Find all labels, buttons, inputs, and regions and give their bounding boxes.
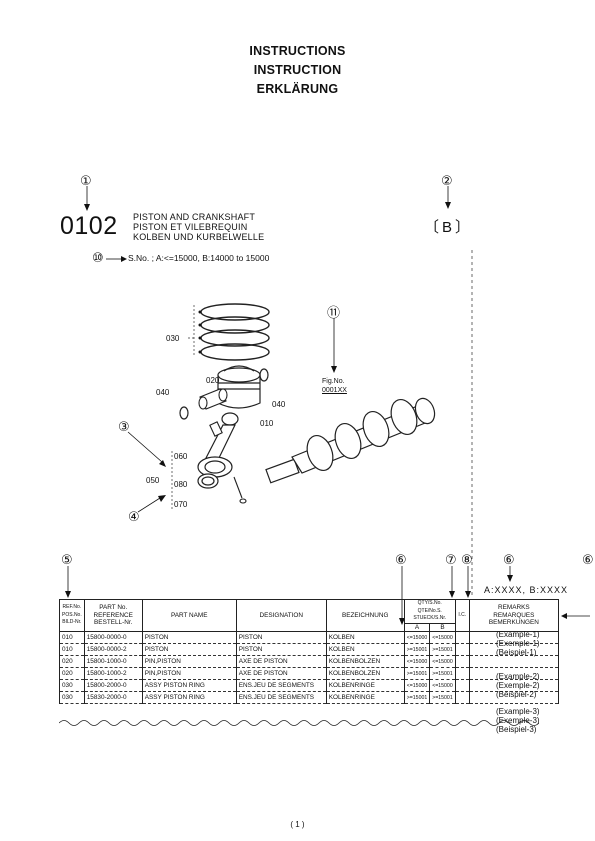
fig-number: 0001XX — [322, 387, 347, 394]
marker-6-right: ⑥ — [503, 552, 515, 567]
example-3-fr: (Exemple-3) — [496, 716, 540, 725]
section-code: 0102 — [60, 212, 118, 240]
example-3-en: (Example-3) — [496, 707, 540, 716]
marker-2-arrow — [445, 186, 451, 209]
marker-7-arrow — [449, 566, 455, 598]
section-title-de: KOLBEN UND KURBELWELLE — [133, 232, 265, 242]
marker-4: ④ — [128, 509, 140, 524]
example-1-de: (Beispiel-1) — [496, 648, 537, 657]
callout-040a: 040 — [156, 388, 170, 397]
marker-7: ⑦ — [445, 552, 457, 567]
example-2-de: (Beispiel-2) — [496, 690, 537, 699]
callout-020: 020 — [206, 376, 220, 385]
serial-arrow — [106, 256, 127, 262]
marker-4-arrow — [137, 495, 166, 513]
model-code: 〔B〕 — [424, 219, 474, 236]
section-title-fr: PISTON ET VILEBREQUIN — [133, 222, 248, 232]
example-2-en: (Example-2) — [496, 672, 540, 681]
page-number: ( 1 ) — [290, 820, 305, 829]
header-qty: QTY/S.No.QTE/No.S.STUECK/S.Nr. — [403, 599, 456, 624]
bearing-drawing — [197, 473, 219, 489]
header-line-en: INSTRUCTIONS — [249, 44, 346, 58]
model-codes-line: A:XXXX, B:XXXX — [484, 585, 569, 595]
marker-6-left: ⑥ — [395, 552, 407, 567]
marker-11-arrow — [331, 318, 337, 373]
header-part-name: PART NAME — [141, 599, 237, 632]
marker-partial-right: ⑥ — [582, 552, 594, 567]
fig-label: Fig.No. — [322, 378, 345, 385]
callout-050: 050 — [146, 476, 160, 485]
callout-080: 080 — [174, 480, 188, 489]
callout-070: 070 — [174, 500, 188, 509]
example-1-fr: (Exemple-1) — [496, 639, 540, 648]
remarks-example-group-3: (Example-3) (Exemple-3) (Beispiel-3) — [496, 707, 591, 734]
parts-table: REF.No.POS.No.BILD-Nr. PART No.REFERENCE… — [59, 599, 560, 704]
connecting-rod-drawing — [197, 412, 239, 478]
example-1-en: (Example-1) — [496, 630, 540, 639]
marker-5-arrow — [65, 566, 71, 598]
header-line-de: ERKLÄRUNG — [256, 82, 339, 96]
callout-030: 030 — [166, 334, 180, 343]
marker-2: ② — [441, 173, 453, 188]
circlips-drawing — [179, 368, 269, 420]
dashed-guide — [471, 250, 473, 595]
example-2-fr: (Exemple-2) — [496, 681, 540, 690]
section-title-en: PISTON AND CRANKSHAFT — [133, 212, 256, 222]
bolts-drawing — [209, 421, 247, 504]
marker-3-arrow — [127, 431, 166, 467]
marker-8: ⑧ — [461, 552, 473, 567]
callout-010: 010 — [260, 419, 274, 428]
piston-rings-drawing — [200, 303, 270, 361]
callout-060: 060 — [174, 452, 188, 461]
remarks-arrow — [561, 613, 590, 619]
header-line-fr: INSTRUCTION — [253, 63, 342, 77]
header-ic: I.C. — [454, 599, 470, 632]
header-ref: REF.No.POS.No.BILD-Nr. — [59, 599, 85, 632]
break-line — [59, 720, 539, 726]
callout-bracket-050 — [171, 451, 173, 511]
marker-8-arrow — [465, 566, 471, 598]
serial-note: S.No. ; A:<=15000, B:14000 to 15000 — [128, 253, 270, 263]
piston-pin-drawing — [198, 388, 228, 410]
marker-1-arrow — [84, 186, 90, 211]
section-titles: PISTON AND CRANKSHAFT PISTON ET VILEBREQ… — [133, 212, 264, 242]
example-3-de: (Beispiel-3) — [496, 725, 537, 734]
marker-5: ⑤ — [61, 552, 73, 567]
header-qty-b: B — [429, 622, 456, 632]
marker-1: ① — [80, 173, 92, 188]
header-designation: DESIGNATION — [235, 599, 327, 632]
header-bezeichnung: BEZEICHNUNG — [325, 599, 405, 632]
marker-3: ③ — [118, 419, 130, 434]
marker-11: ⑪ — [327, 305, 341, 320]
header-qty-a: A — [403, 622, 431, 632]
callout-040b: 040 — [272, 400, 286, 409]
remarks-example-group-2: (Example-2) (Exemple-2) (Beispiel-2) — [496, 672, 591, 699]
exploded-diagram — [179, 303, 436, 504]
remarks-example-group-1: (Example-1) (Exemple-1) (Beispiel-1) — [496, 630, 591, 657]
crankshaft-drawing — [265, 397, 436, 484]
marker-10: ⑩ — [92, 250, 104, 265]
marker-6-right-arrow — [507, 566, 513, 582]
